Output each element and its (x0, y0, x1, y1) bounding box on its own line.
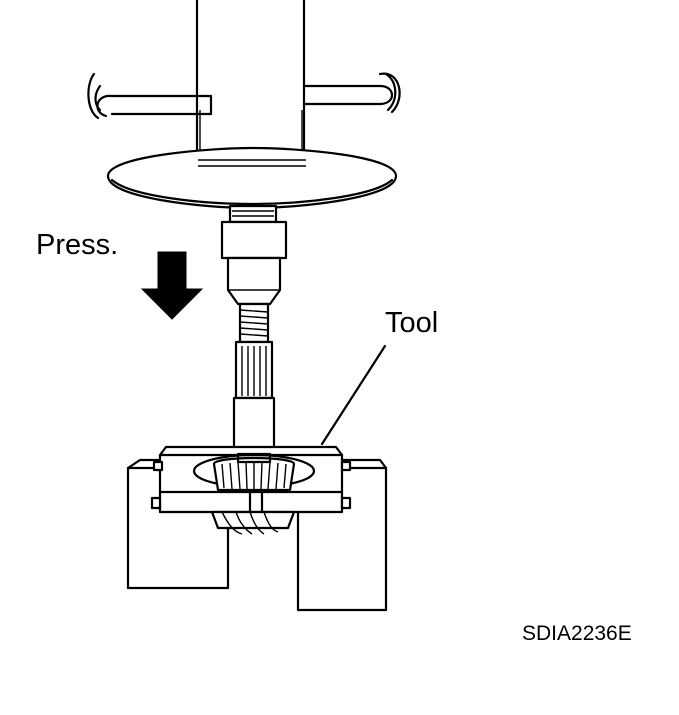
press-handle-left (87, 72, 213, 120)
figure-code: SDIA2236E (522, 622, 632, 645)
press-handle-right (302, 72, 401, 114)
press-label: Press. (36, 229, 119, 261)
pinion-gear (210, 510, 296, 535)
spindle (220, 204, 288, 344)
pinion-shaft (232, 340, 276, 454)
ram-disk (106, 146, 398, 210)
press-column (195, 0, 306, 162)
tool-leader-line (320, 344, 387, 446)
bearing (212, 452, 296, 492)
tool-label: Tool (385, 307, 439, 339)
arrow-down-icon (140, 251, 204, 320)
